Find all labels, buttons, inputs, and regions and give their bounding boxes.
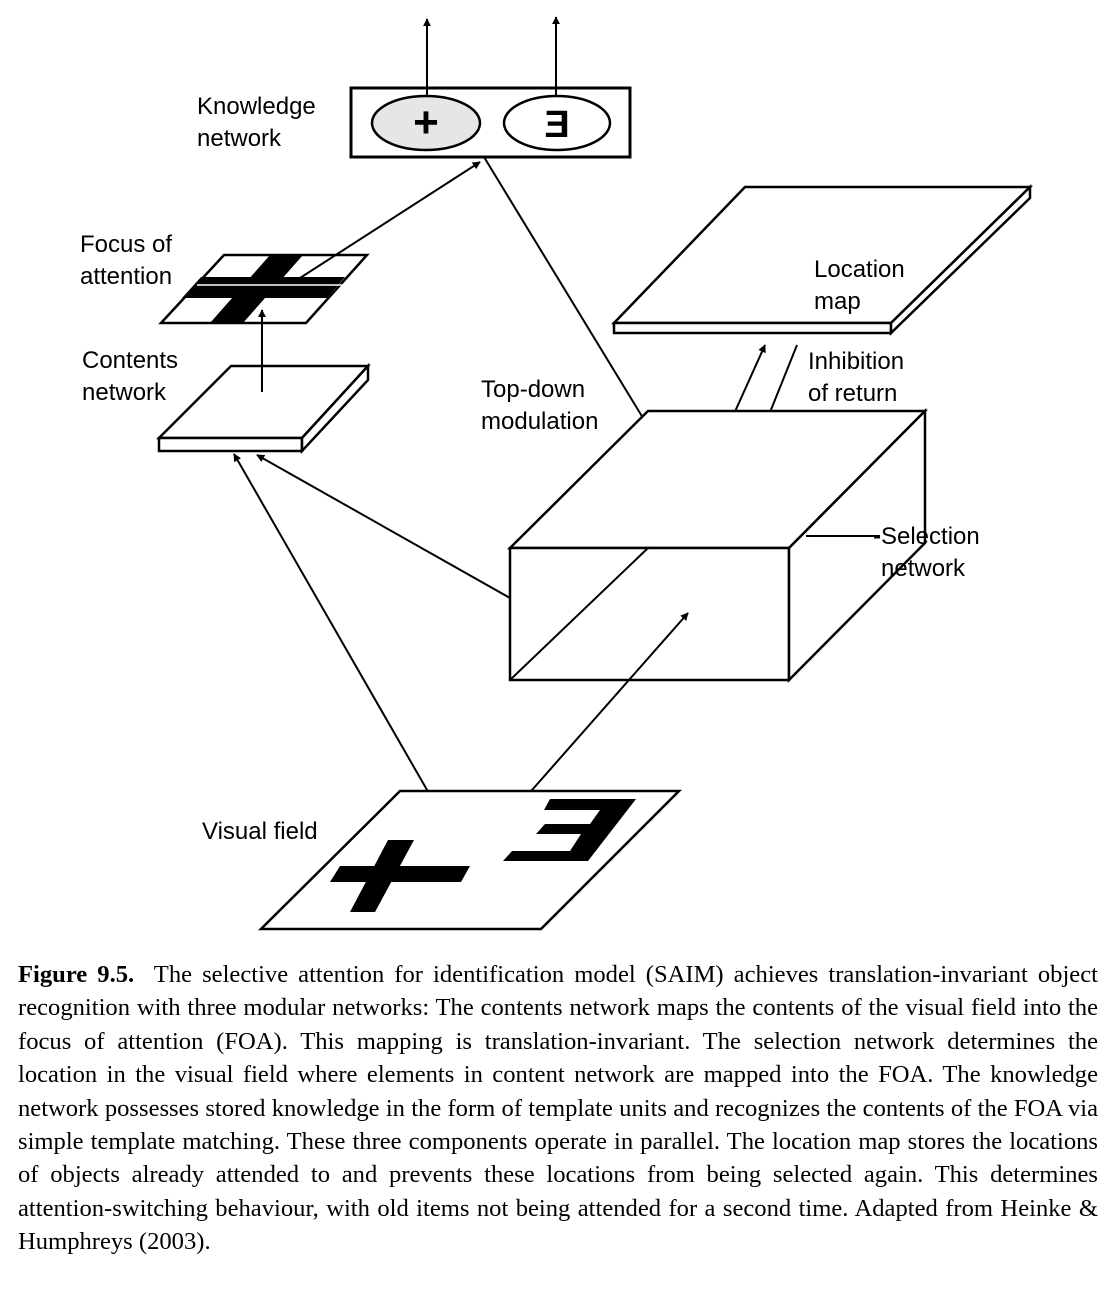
inhibition-of-return-label: Inhibition of return [808,348,911,407]
focus-of-attention-label: Focus of attention [80,231,179,290]
visual-to-contents-arrow [233,453,466,857]
visual-field-label: Visual field [202,818,318,845]
visual-field-plus [330,840,470,912]
figure-caption-text: The selective attention for identificati… [18,961,1098,1256]
location-map-slab [611,184,1034,336]
saim-diagram: + Ǝ Knowledge network Focus of attention… [80,16,1034,931]
contents-network-slab [155,362,371,455]
selection-network-box [506,407,929,684]
selection-to-contents-arrow [256,454,511,599]
plus-template-symbol: + [413,98,439,147]
knowledge-network: + Ǝ [349,86,632,159]
knowledge-network-label: Knowledge network [197,93,322,152]
plus-template-unit: + [370,94,482,152]
contents-network-label: Contents network [82,347,185,406]
foa-to-knowledge-arrow [299,161,481,279]
focus-of-attention-plane [158,253,370,325]
visual-field-three [503,799,636,861]
selection-network-label: -Selection network [873,523,986,582]
top-down-modulation-label: Top-down modulation [481,376,598,435]
figure-caption: Figure 9.5. The selective attention for … [18,958,1098,1259]
location-map-label: Location map [814,256,911,315]
three-template-unit: Ǝ [502,94,612,152]
visual-field-plane [257,789,683,931]
figure-label: Figure 9.5. [18,961,135,988]
three-template-symbol: Ǝ [544,104,569,146]
